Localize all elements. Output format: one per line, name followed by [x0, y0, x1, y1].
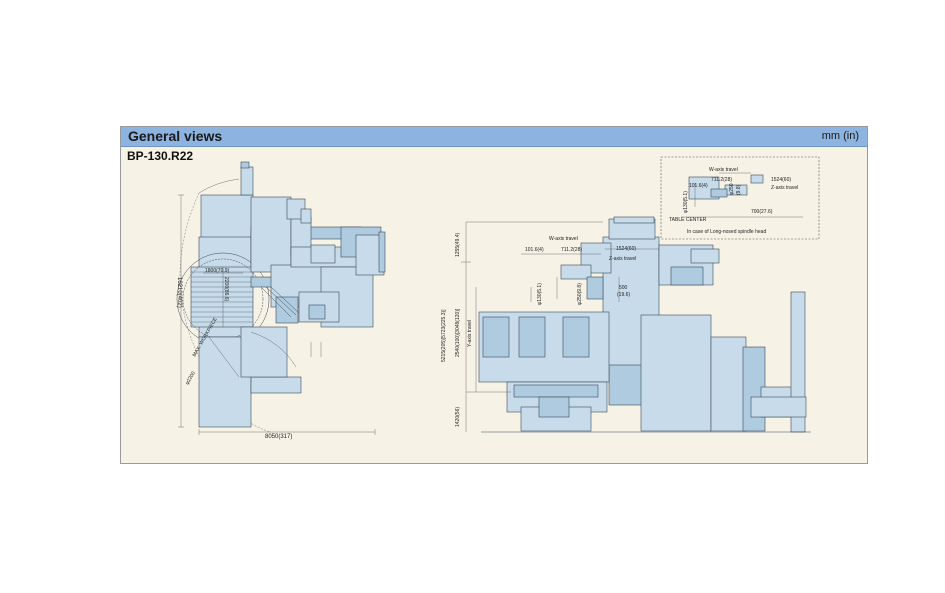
inset-dim-vert2: φ250 — [729, 183, 735, 195]
unit-label: mm (in) — [821, 130, 859, 142]
front-dim-500: 500 — [619, 285, 628, 291]
plan-dim-phi: φ2200 — [185, 370, 197, 386]
front-y-axis-range: 2540(100)[3048(120)] — [455, 308, 461, 357]
section-header: General views mm (in) — [121, 127, 867, 147]
inset-w-axis-label: W-axis travel — [709, 167, 738, 173]
front-y-axis-label: Y-axis travel — [467, 320, 473, 347]
plan-dim-2200: 2200(86.6) — [223, 277, 229, 302]
plan-dim-1800: 1800(70.9) — [205, 268, 230, 274]
inset-dim-left: 101.6(4) — [689, 183, 708, 189]
general-views-panel: General views mm (in) BP-130.R22 — [120, 126, 868, 464]
front-quill-dia: φ250(9.8) — [577, 283, 583, 305]
front-w-axis-left: 101.6(4) — [525, 247, 544, 253]
inset-w-axis-val: 711.2(28) — [711, 177, 732, 183]
front-w-axis-label: W-axis travel — [549, 236, 578, 242]
front-height-full: 5215(205)[5723(225.3)] — [441, 309, 447, 362]
front-w-axis-right: 711.2(28) — [561, 247, 582, 253]
front-z-top: 1524(60) — [616, 246, 636, 252]
front-floor-height: 1420(56) — [455, 407, 461, 427]
inset-dim-700: 700(27.6) — [751, 209, 773, 215]
front-view-drawing — [461, 216, 811, 433]
inset-table-center: TABLE CENTER — [669, 217, 707, 223]
section-title: General views — [128, 128, 223, 144]
inset-dim-vert3: (9.8) — [736, 184, 742, 195]
front-z-axis-label: Z-axis travel — [609, 256, 636, 262]
front-dim-500-in: (19.6) — [617, 292, 630, 298]
inset-drawing — [660, 156, 820, 240]
plan-depth-dim: 10210(402) — [176, 277, 182, 308]
inset-z-label: Z-axis travel — [771, 185, 798, 191]
plan-width-dim: 8050(317) — [265, 434, 292, 440]
inset-dim-vert: φ130(5.1) — [683, 191, 689, 213]
model-name: BP-130.R22 — [127, 149, 194, 163]
front-total-height: 1255(49.4) — [455, 232, 461, 257]
front-spindle-dia: φ130(5.1) — [537, 283, 543, 305]
drawings-canvas: 8050(317) 10210(402) 1800(70.9) 2200(86.… — [176, 156, 820, 440]
plan-view-drawing — [176, 161, 386, 435]
inset-z-val: 1524(60) — [771, 177, 791, 183]
inset-caption: In case of Long-nosed spindle head — [687, 229, 766, 235]
